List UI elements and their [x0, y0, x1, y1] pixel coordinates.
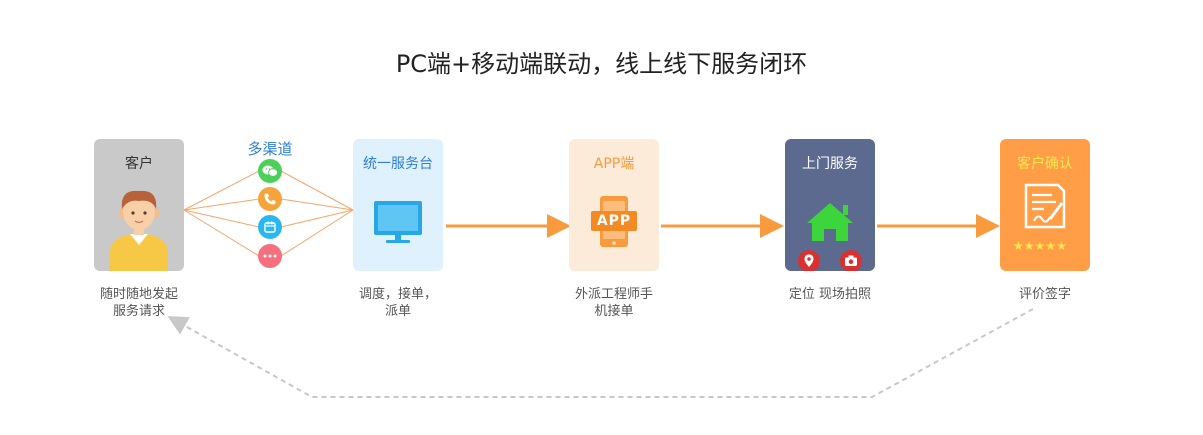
location-pin-icon — [798, 250, 820, 271]
fan-lines-right — [280, 170, 354, 257]
diagram-title: PC端+移动端联动，线上线下服务闭环 — [395, 50, 808, 78]
card-background — [1000, 139, 1090, 271]
customer-avatar-icon — [110, 190, 168, 271]
fan-lines-left — [183, 170, 260, 257]
step-caption-app: 外派工程师手 机接单 — [574, 287, 653, 319]
signature-document-icon — [1024, 183, 1066, 229]
rating-stars-icon: ★★★★★ — [1013, 240, 1067, 252]
camera-icon — [840, 250, 862, 271]
step-card-confirm: 客户确认 ★★★★★ — [1000, 139, 1090, 271]
step-caption-service-desk: 调度，接单， 派单 — [358, 287, 437, 319]
app-badge-label: APP — [596, 213, 632, 229]
step-caption-confirm: 评价签字 — [1018, 287, 1071, 302]
step-caption-customer: 随时随地发起 服务请求 — [99, 287, 178, 319]
calendar-icon — [258, 215, 282, 239]
loop-back-line — [167, 308, 1034, 398]
monitor-icon — [374, 201, 422, 243]
step-card-service-desk: 统一服务台 — [353, 139, 443, 271]
step-card-onsite: 上门服务 — [785, 139, 875, 271]
svg-text:★★★★★: ★★★★★ — [1013, 240, 1067, 252]
step-title-customer: 客户 — [125, 156, 153, 172]
step-title-app: APP端 — [593, 156, 635, 172]
step-title-service-desk: 统一服务台 — [363, 156, 433, 172]
step-card-app: APP端 APP — [569, 139, 659, 271]
step-card-customer: 客户 — [94, 139, 184, 271]
phone-icon — [258, 187, 282, 211]
mobile-app-icon — [591, 196, 637, 247]
step-caption-onsite: 定位 现场拍照 — [788, 287, 872, 302]
channel-title: 多渠道 — [247, 140, 293, 158]
step-title-confirm: 客户确认 — [1017, 156, 1073, 172]
wechat-icon — [258, 159, 282, 183]
house-icon — [807, 203, 853, 241]
step-title-onsite: 上门服务 — [802, 156, 858, 172]
more-icon — [258, 244, 282, 268]
